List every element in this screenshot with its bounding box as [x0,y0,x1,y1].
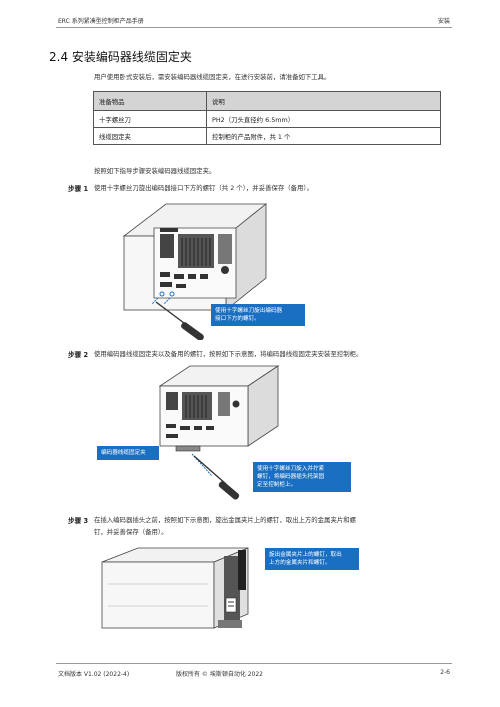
section-intro: 用户使用卧式安装后，需安装编码器线缆固定夹，在进行安装前，请准备如下工具。 [94,73,331,81]
copyright: 版权所有 © 埃斯顿自动化 2022 [176,671,263,678]
table-row: 十字螺丝刀 PH2（刀头直径约 6.5mm） [93,110,441,128]
callout-step-2: 使用十字螺丝刀旋入并拧紧 螺钉，将编码器插头托架固 定至控制柜上。 [253,462,351,492]
table-cell: 线缆固定夹 [93,127,207,145]
footer-divider [56,663,452,664]
table-cell: 十字螺丝刀 [93,110,207,128]
table-cell: PH2（刀头直径约 6.5mm） [206,110,441,128]
step-1-text: 使用十字螺丝刀旋出编码器接口下方的螺钉（共 2 个），并妥善保存（备用）。 [94,184,314,192]
table-header-row: 准备物品 说明 [93,91,441,111]
cabinet-figure-step-2 [158,365,280,500]
tools-table: 准备物品 说明 十字螺丝刀 PH2（刀头直径约 6.5mm） 线缆固定夹 控制柜… [93,91,441,145]
cabinet-figure-step-3 [101,547,249,629]
step-3-text-line-1: 在插入编码器插头之前，按照如下示意图，旋出金属夹片上的螺钉，取出上方的金属夹片和… [94,516,357,524]
header-divider [56,27,452,28]
step-2-text: 使用编码器线缆固定夹以及备用的螺钉，按照如下示意图，将编码器线缆固定夹安装至控制… [94,350,363,358]
step-3-text-line-2: 钉，并妥善保存（备用）。 [94,528,168,536]
table-header-cell: 准备物品 [93,91,207,111]
instruction-text: 按照如下指导步骤安装编码器线缆固定夹。 [94,167,216,175]
step-3-label: 步骤 3 [68,517,89,525]
step-2-label: 步骤 2 [68,351,89,359]
table-cell: 控制柜的产品附件，共 1 个 [206,127,441,145]
document-version: 文档版本 V1.02 (2022-4) [58,671,130,678]
section-title: 2.4 安装编码器线缆固定夹 [49,50,192,64]
table-row: 线缆固定夹 控制柜的产品附件，共 1 个 [93,127,441,145]
callout-step-3: 旋出金属夹片上的螺钉，取出 上方的金属夹片和螺钉。 [265,548,359,570]
page-number: 2-6 [440,669,450,676]
callout-step-1: 使用十字螺丝刀旋出编码器 接口下方的螺钉。 [211,304,305,326]
callout-clip-label: 编码器线缆固定夹 [97,446,159,460]
running-header-title: ERC 系列紧凑型控制柜产品手册 [58,18,144,25]
step-1-label: 步骤 1 [68,185,89,193]
table-header-cell: 说明 [206,91,441,111]
running-header-chapter: 安装 [437,18,450,25]
cabinet-figure-step-1 [122,203,268,340]
